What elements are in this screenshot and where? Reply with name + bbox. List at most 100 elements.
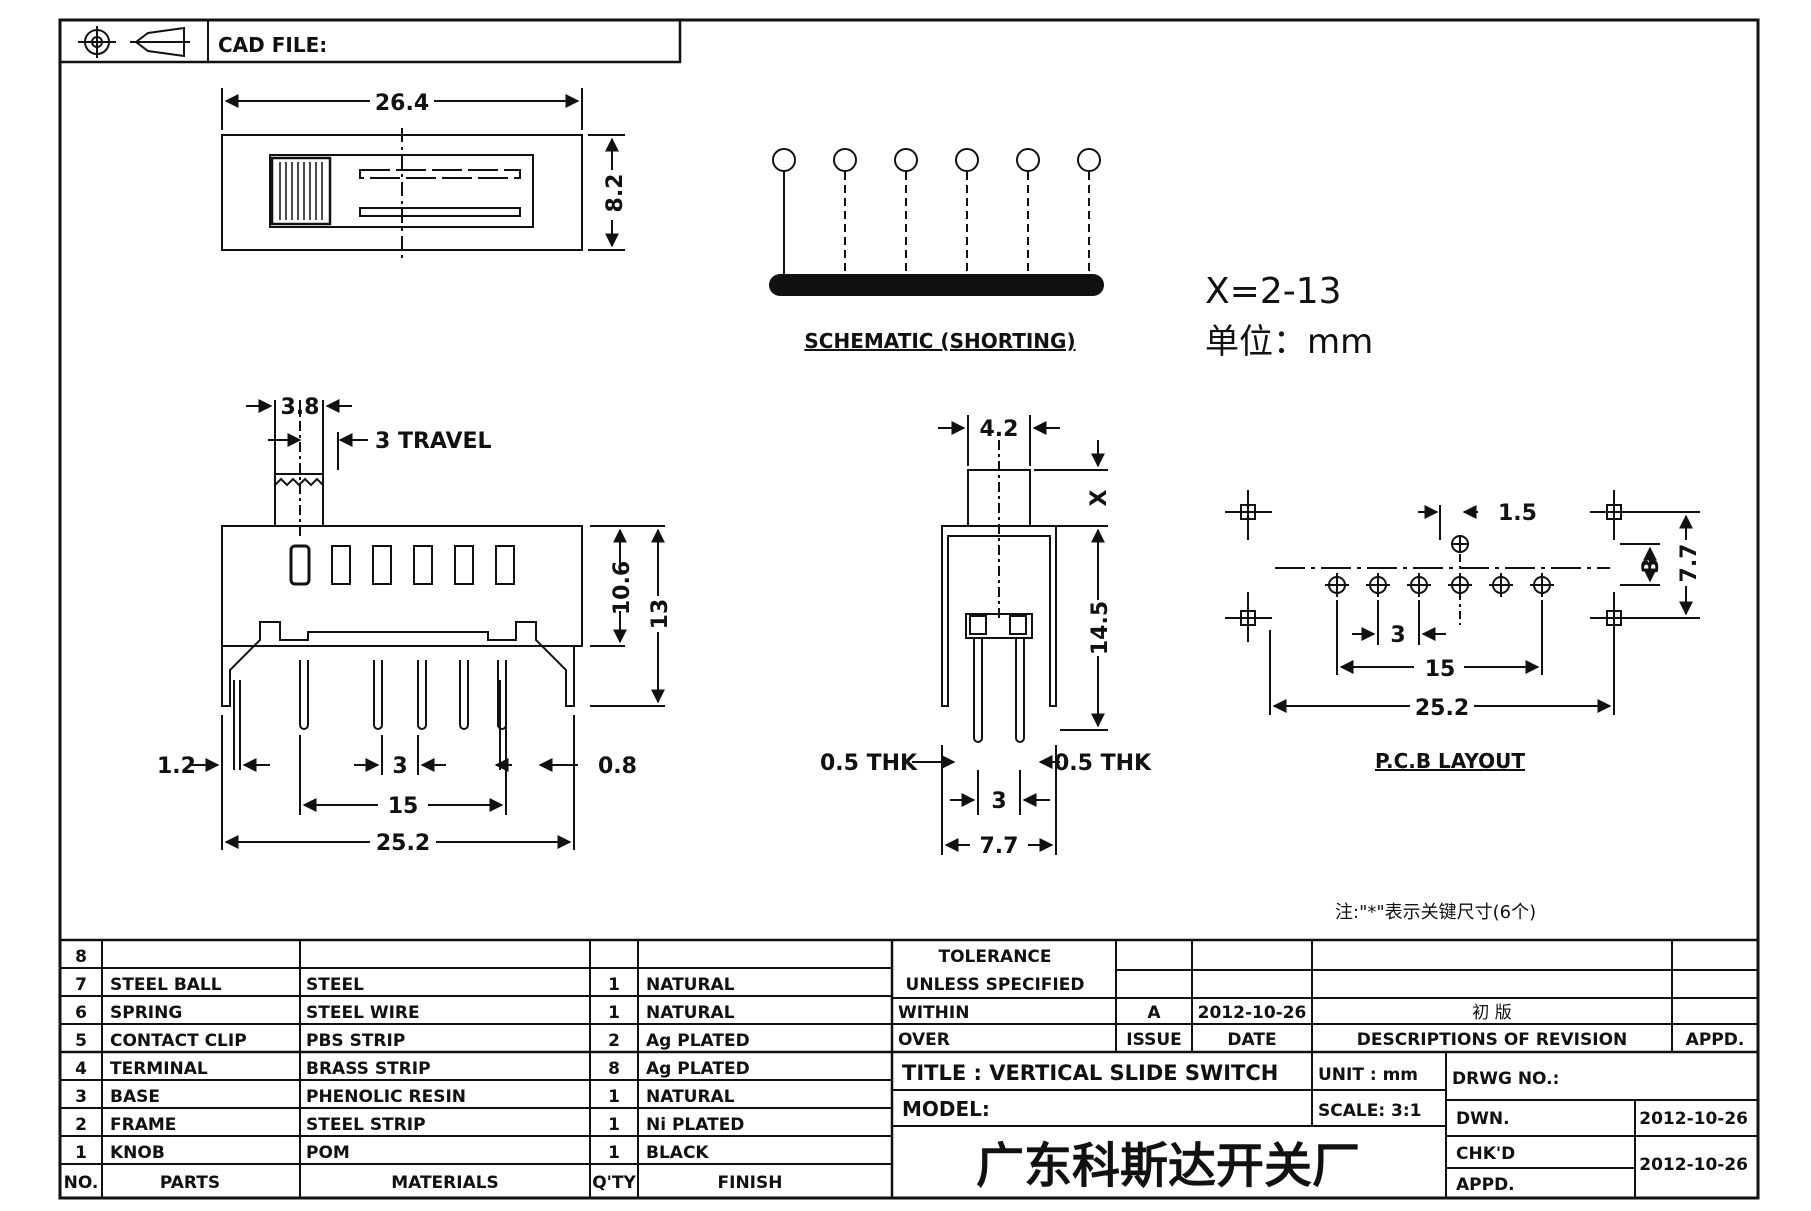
over-label: OVER	[898, 1030, 950, 1050]
dwn-date: 2012-10-26	[1639, 1109, 1748, 1129]
header-qty: Q'TY	[592, 1173, 636, 1193]
pcb-pin-row	[1325, 573, 1554, 597]
dim-side-height: 14.5	[1088, 601, 1113, 655]
dim-pcb-pin-span: 15	[1425, 657, 1456, 682]
cell-finish: NATURAL	[646, 975, 735, 995]
cell-part: STEEL BALL	[110, 975, 222, 995]
dim-front-right-margin: 0.8	[598, 754, 637, 779]
within-label: WITHIN	[898, 1003, 969, 1023]
table-header-row: NO. PARTS MATERIALS Q'TY FINISH	[64, 1173, 783, 1193]
dim-pcb-pitch: 3	[1390, 623, 1405, 648]
table-row: 7 STEEL BALL STEEL 1 NATURAL	[75, 975, 735, 995]
issue-value: A	[1147, 1003, 1161, 1023]
dim-side-knob-width: 4.2	[980, 417, 1019, 442]
schematic-label: SCHEMATIC (SHORTING)	[804, 329, 1075, 353]
unit-spec: 单位：mm	[1205, 322, 1373, 362]
cell-part: KNOB	[110, 1143, 165, 1163]
scale-label: SCALE: 3:1	[1318, 1101, 1422, 1121]
dim-pcb-overall: 25.2	[1415, 696, 1469, 721]
cell-finish: Ag PLATED	[646, 1031, 750, 1051]
cell-qty: 1	[608, 1087, 620, 1107]
cell-material: BRASS STRIP	[306, 1059, 431, 1079]
schematic-pin-3	[894, 148, 918, 172]
dim-front-total-height: 13	[648, 599, 673, 630]
cell-no: 1	[75, 1143, 87, 1163]
schematic-pin-2	[833, 148, 857, 172]
table-row: 2 FRAME STEEL STRIP 1 Ni PLATED	[75, 1115, 744, 1135]
cell-finish: Ag PLATED	[646, 1059, 750, 1079]
pcb-layout-label: P.C.B LAYOUT	[1375, 749, 1525, 773]
model-label: MODEL:	[902, 1097, 990, 1121]
front-view	[190, 399, 665, 850]
cell-no: 6	[75, 1003, 87, 1023]
parts-table-grid	[60, 938, 1758, 1200]
header-no: NO.	[64, 1173, 99, 1193]
cell-material: STEEL STRIP	[306, 1115, 426, 1135]
table-row: 3 BASE PHENOLIC RESIN 1 NATURAL	[75, 1087, 735, 1107]
projection-symbol-icon	[78, 26, 190, 58]
cell-part: CONTACT CLIP	[110, 1031, 247, 1051]
dim-front-body-height: 10.6	[610, 561, 635, 615]
appd2-label: APPD.	[1456, 1175, 1515, 1195]
cell-part: BASE	[110, 1087, 160, 1107]
cell-material: STEEL	[306, 975, 364, 995]
cell-qty: 8	[608, 1059, 620, 1079]
dim-pcb-row-gap: 3	[1639, 558, 1664, 573]
drawing-number-label: DRWG NO.:	[1452, 1069, 1559, 1089]
x-range-spec: X=2-13	[1205, 271, 1342, 312]
cell-material: PBS STRIP	[306, 1031, 405, 1051]
cell-part: FRAME	[110, 1115, 176, 1135]
cell-finish: BLACK	[646, 1143, 709, 1163]
side-view	[912, 415, 1108, 855]
dim-top-height: 8.2	[603, 174, 628, 213]
table-row: 6 SPRING STEEL WIRE 1 NATURAL	[75, 1003, 735, 1023]
table-row: 1 KNOB POM 1 BLACK	[75, 1143, 709, 1163]
pcb-layout	[1225, 490, 1700, 715]
cell-no: 3	[75, 1087, 87, 1107]
tolerance-label: TOLERANCE	[938, 947, 1051, 967]
dim-front-overall: 25.2	[376, 831, 430, 856]
chkd-label: CHK'D	[1456, 1144, 1515, 1164]
dim-front-pitch: 3	[392, 754, 407, 779]
cell-no: 7	[75, 975, 87, 995]
dim-pcb-offset: 1.5	[1498, 501, 1537, 526]
schematic-pin-4	[955, 148, 979, 172]
revision-description: 初 版	[1472, 1003, 1511, 1023]
appd-label: APPD.	[1686, 1030, 1745, 1050]
cell-material: POM	[306, 1143, 350, 1163]
issue-label: ISSUE	[1126, 1030, 1181, 1050]
cell-material: PHENOLIC RESIN	[306, 1087, 466, 1107]
cell-material: STEEL WIRE	[306, 1003, 420, 1023]
dim-side-thk-right: 0.5 THK	[1054, 751, 1152, 776]
header-materials: MATERIALS	[391, 1173, 499, 1193]
cell-part: TERMINAL	[110, 1059, 208, 1079]
cell-part: SPRING	[110, 1003, 182, 1023]
dim-front-pin-span: 15	[388, 794, 419, 819]
table-row: 8	[75, 947, 87, 967]
company-name: 广东科斯达开关厂	[976, 1138, 1360, 1194]
cell-qty: 1	[608, 1143, 620, 1163]
dim-side-width: 7.7	[980, 834, 1019, 859]
top-view	[221, 88, 625, 258]
header-finish: FINISH	[718, 1173, 783, 1193]
key-dimension-note: 注:"*"表示关键尺寸(6个)	[1335, 902, 1536, 923]
table-row: 5 CONTACT CLIP PBS STRIP 2 Ag PLATED	[75, 1031, 750, 1051]
cell-no: 5	[75, 1031, 87, 1051]
dim-front-left-margin: 1.2	[157, 754, 196, 779]
unless-specified-label: UNLESS SPECIFIED	[906, 975, 1085, 995]
dim-pcb-height: 7.7	[1677, 544, 1702, 583]
schematic-pin-6	[1077, 148, 1101, 172]
cell-no: 8	[75, 947, 87, 967]
cell-qty: 1	[608, 1115, 620, 1135]
revision-date: 2012-10-26	[1198, 1003, 1307, 1023]
dim-top-width: 26.4	[375, 91, 429, 116]
dwn-label: DWN.	[1456, 1109, 1510, 1129]
dim-front-knob-width: 3.8	[281, 395, 320, 420]
schematic-diagram	[769, 148, 1104, 296]
header-strip: CAD FILE:	[58, 18, 682, 64]
dim-side-thk-left: 0.5 THK	[820, 751, 918, 776]
cell-no: 4	[75, 1059, 87, 1079]
cad-file-label: CAD FILE:	[218, 33, 327, 57]
parts-table: 8 7 STEEL BALL STEEL 1 NATURAL 6 SPRING …	[64, 947, 783, 1193]
cell-no: 2	[75, 1115, 87, 1135]
